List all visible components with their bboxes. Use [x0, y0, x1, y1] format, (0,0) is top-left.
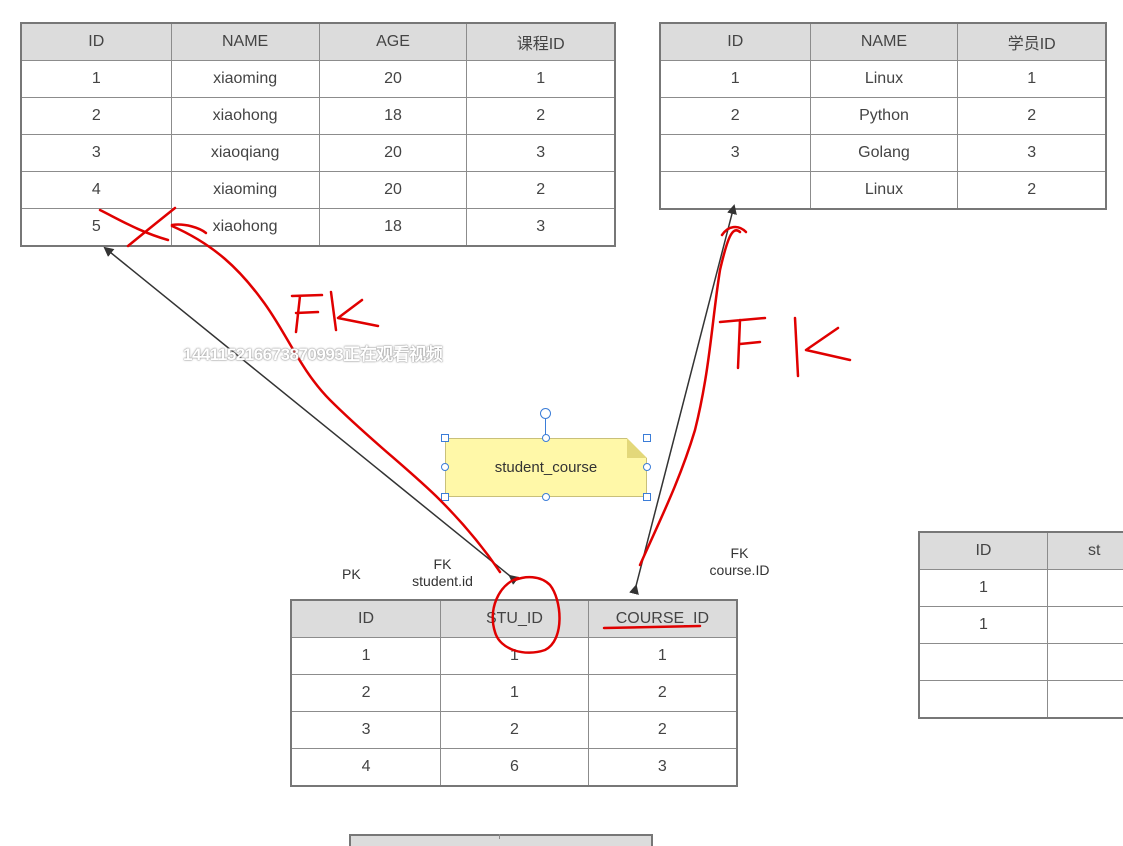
- student-table: ID NAME AGE 课程ID 1 xiaoming 20 1 2 xiaoh…: [20, 22, 616, 247]
- table-row: [918, 680, 1123, 719]
- table-cell: Golang: [809, 134, 959, 172]
- table-cell: 3: [659, 134, 811, 172]
- table-cell: [1046, 606, 1123, 644]
- resize-handle-top[interactable]: [542, 434, 550, 442]
- table-cell: xiaoming: [170, 171, 320, 209]
- table-cell: xiaoqiang: [170, 134, 320, 172]
- table-cell: 18: [318, 208, 468, 247]
- table-cell: 1: [440, 637, 589, 675]
- table-row: 1: [918, 606, 1123, 644]
- cross-mark-stroke-3: [170, 223, 208, 235]
- table-header-row: ID st: [918, 531, 1123, 570]
- cross-mark-stroke-1: [98, 208, 170, 242]
- table-header-row: ID STU_ID COURSE_ID: [290, 599, 738, 638]
- column-header: COURSE_ID: [587, 599, 738, 638]
- table-cell: 2: [659, 97, 811, 135]
- column-header: NAME: [809, 22, 959, 61]
- note-label: student_course: [494, 459, 598, 476]
- table-cell: 1: [918, 606, 1048, 644]
- table-cell: 2: [290, 674, 442, 712]
- course-table: ID NAME 学员ID 1 Linux 1 2 Python 2 3 Gola…: [659, 22, 1107, 210]
- fk-curve-course: [638, 229, 742, 567]
- table-row: 4 xiaoming 20 2: [20, 171, 616, 209]
- table-row: 2 1 2: [290, 674, 738, 712]
- table-header-row: ID NAME AGE 课程ID: [20, 22, 616, 61]
- table-cell: 2: [20, 97, 172, 135]
- table-row: 3 Golang 3: [659, 134, 1107, 172]
- table-cell: Python: [809, 97, 959, 135]
- column-header: 学员ID: [957, 22, 1107, 61]
- table-cell: [1046, 643, 1123, 681]
- table-row: 4 6 3: [290, 748, 738, 787]
- table-cell: 4: [20, 171, 172, 209]
- fk-curve-student: [170, 224, 502, 574]
- table-cell: Linux: [809, 171, 959, 210]
- table-cell: 18: [318, 97, 468, 135]
- rotate-handle[interactable]: [540, 408, 551, 419]
- cross-mark-stroke-2: [126, 206, 177, 248]
- table-row: 2 Python 2: [659, 97, 1107, 135]
- table-cell: 1: [659, 60, 811, 98]
- table-header-row: ID NAME 学员ID: [659, 22, 1107, 61]
- table-row: 1: [918, 569, 1123, 607]
- column-header: STU_ID: [440, 599, 589, 638]
- course-id-underline: [602, 624, 702, 630]
- table-row: 2 xiaohong 18 2: [20, 97, 616, 135]
- column-header: ID: [659, 22, 811, 61]
- partial-table-viewport: ID st 1 1: [917, 530, 1123, 720]
- student-course-table: ID STU_ID COURSE_ID 1 1 1 2 1 2 3 2 2 4 …: [290, 599, 738, 787]
- table-cell: 3: [290, 711, 442, 749]
- table-cell: [918, 680, 1048, 719]
- table-cell: 2: [957, 171, 1107, 210]
- table-cell: 1: [440, 674, 589, 712]
- table-row: 1 xiaoming 20 1: [20, 60, 616, 98]
- column-header: 课程ID: [466, 22, 616, 61]
- table-cell: 3: [957, 134, 1107, 172]
- connector-arrow-student: [103, 246, 520, 585]
- table-cell: 20: [318, 60, 468, 98]
- column-header: NAME: [170, 22, 320, 61]
- table-row: 3 xiaoqiang 20 3: [20, 134, 616, 172]
- fk-text-right-k: [793, 316, 852, 378]
- table-cell: 2: [440, 711, 589, 749]
- column-header: ID: [290, 599, 442, 638]
- table-cell: Linux: [809, 60, 959, 98]
- column-header: ID: [20, 22, 172, 61]
- fk-text-left-f: [290, 293, 324, 334]
- table-row: 1 Linux 1: [659, 60, 1107, 98]
- table-cell: 5: [20, 208, 172, 247]
- table-cell: 3: [466, 208, 616, 247]
- fk-curve-course-hook: [720, 225, 748, 237]
- table-cell: 1: [290, 637, 442, 675]
- viewer-watermark: 1441152166738709​93正在观看视频: [183, 345, 443, 364]
- table-cell: 20: [318, 134, 468, 172]
- partial-table: ID st 1 1: [918, 531, 1123, 719]
- table-cell: 1: [466, 60, 616, 98]
- table-cell: [918, 643, 1048, 681]
- rotate-handle-stem: [545, 418, 546, 435]
- handwritten-annotations: [98, 206, 852, 654]
- table-cell: 2: [466, 171, 616, 209]
- bottom-table-divider: [499, 834, 500, 839]
- table-cell: 20: [318, 171, 468, 209]
- table-row: [918, 643, 1123, 681]
- table-cell: 6: [440, 748, 589, 787]
- fk-text-left-k: [329, 290, 380, 332]
- table-cell: [1046, 680, 1123, 719]
- stu-id-circle: [491, 575, 561, 654]
- table-cell: 2: [587, 711, 738, 749]
- table-cell: 3: [587, 748, 738, 787]
- resize-handle-bottom[interactable]: [542, 493, 550, 501]
- table-row: 5 xiaohong 18 3: [20, 208, 616, 247]
- table-row: Linux 2: [659, 171, 1107, 210]
- column-header: ID: [918, 531, 1048, 570]
- table-row: 3 2 2: [290, 711, 738, 749]
- table-cell: xiaohong: [170, 97, 320, 135]
- connector-arrow-course: [629, 204, 737, 595]
- fk-text-right-f: [718, 316, 767, 370]
